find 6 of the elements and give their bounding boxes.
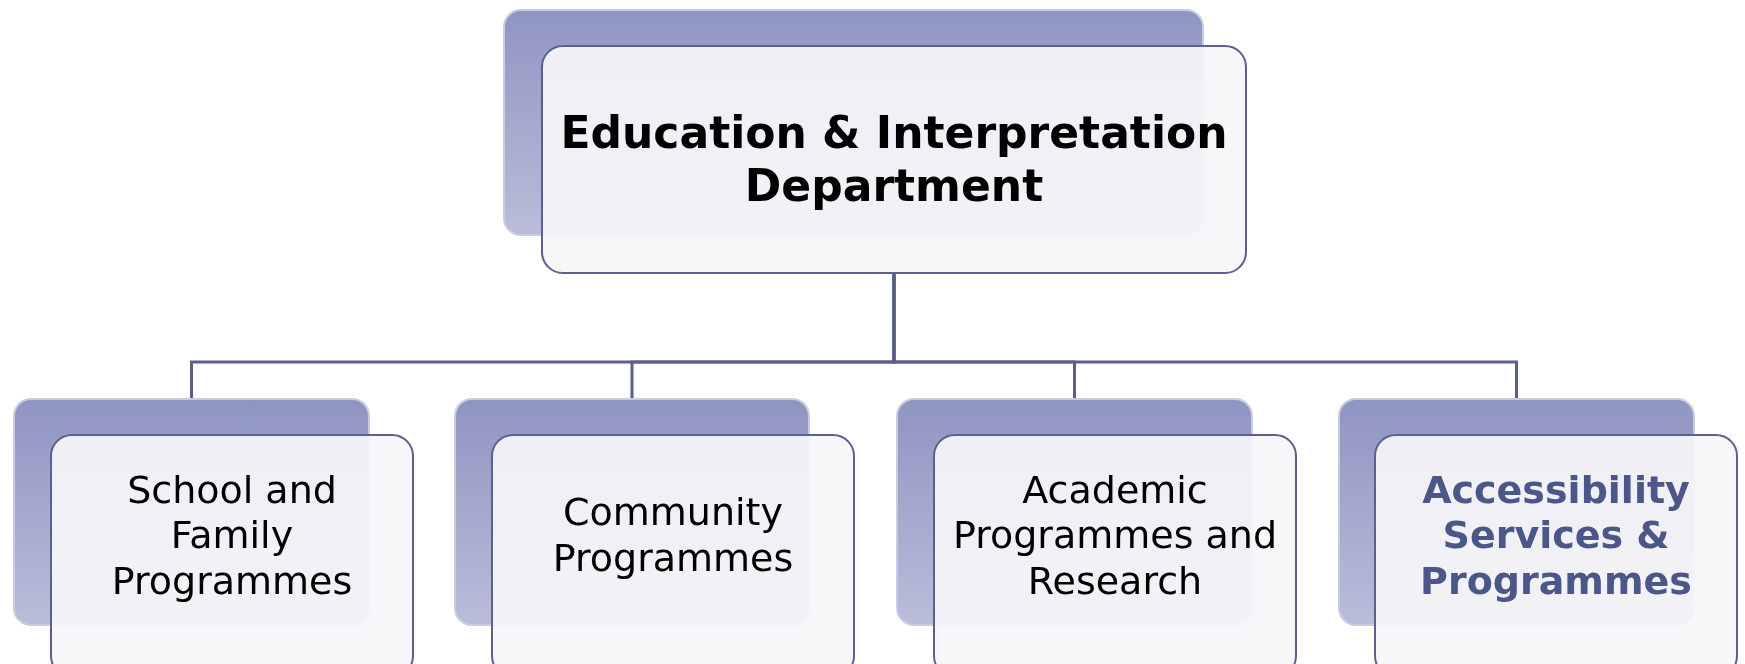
box-label: School and Family Programmes bbox=[110, 467, 354, 605]
box-label: Accessibility Services & Programmes bbox=[1419, 467, 1693, 605]
connector-line bbox=[892, 274, 1518, 398]
box-label: Academic Programmes and Research bbox=[951, 467, 1279, 605]
box-label: Community Programmes bbox=[551, 490, 795, 582]
box-label: Education & Interpretation Department bbox=[559, 106, 1229, 213]
